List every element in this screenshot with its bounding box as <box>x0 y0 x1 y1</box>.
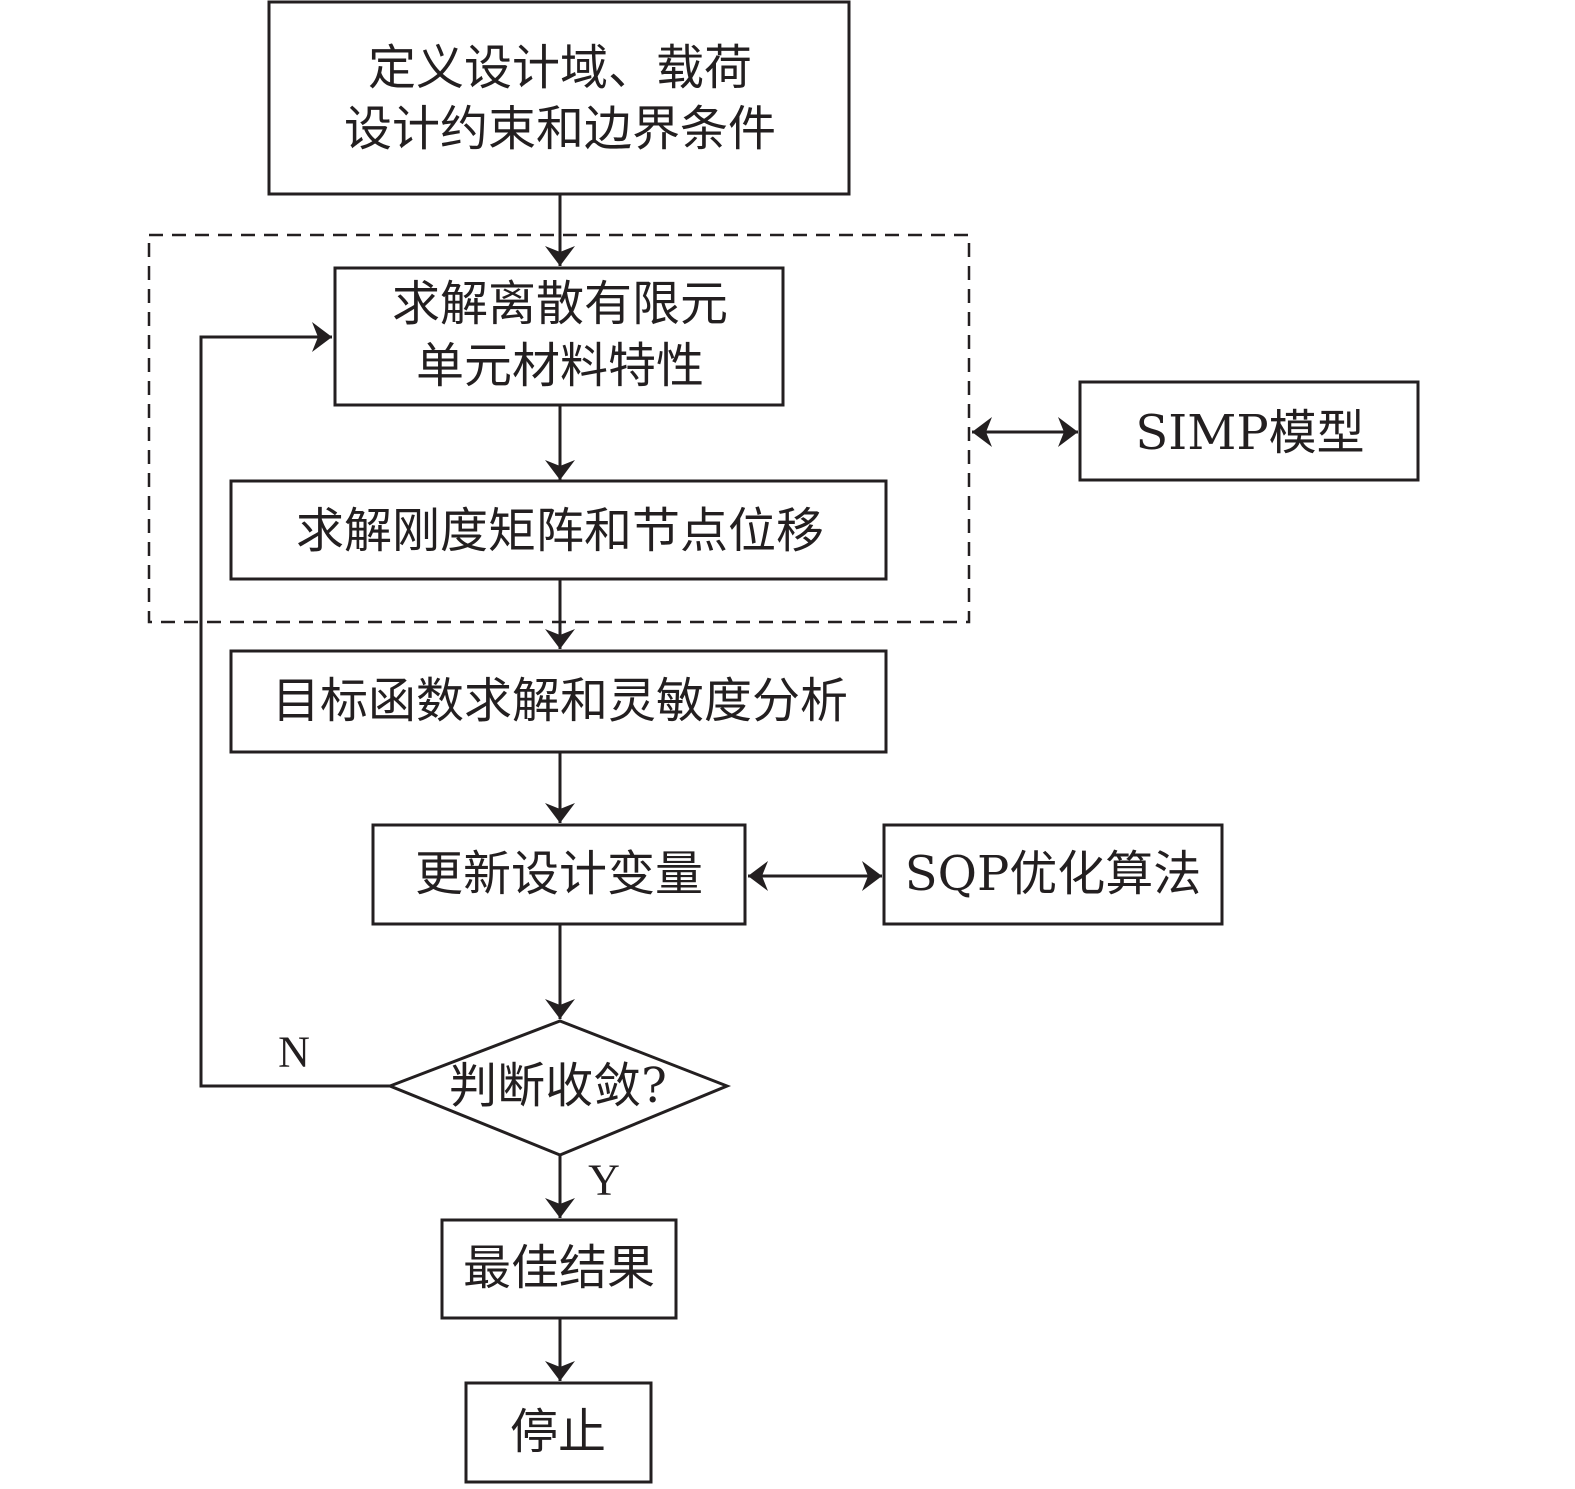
node-objective-label: 目标函数求解和灵敏度分析 <box>272 673 848 729</box>
node-stiffness: 求解刚度矩阵和节点位移 <box>229 479 888 581</box>
node-material-line-2: 单元材料特性 <box>416 338 704 394</box>
node-converge-label: 判断收敛? <box>449 1058 667 1114</box>
node-update-label: 更新设计变量 <box>415 846 703 902</box>
edge-label-yes: Y <box>588 1156 620 1205</box>
node-objective: 目标函数求解和灵敏度分析 <box>229 649 888 754</box>
node-sqp: SQP优化算法 <box>882 823 1224 926</box>
node-stop: 停止 <box>464 1381 653 1484</box>
node-material-line-1: 求解离散有限元 <box>392 276 728 332</box>
node-simp-label: SIMP模型 <box>1135 405 1364 461</box>
node-simp: SIMP模型 <box>1078 380 1420 482</box>
edge-converge-no-loop <box>199 322 390 1088</box>
edge-label-no: N <box>278 1028 310 1077</box>
node-best: 最佳结果 <box>440 1218 678 1320</box>
node-define: 定义设计域、载荷 设计约束和边界条件 <box>267 0 851 196</box>
node-stiffness-label: 求解刚度矩阵和节点位移 <box>296 503 824 559</box>
node-define-line-2: 设计约束和边界条件 <box>344 101 776 157</box>
node-define-line-1: 定义设计域、载荷 <box>368 40 752 96</box>
node-converge: 判断收敛? <box>385 1019 732 1157</box>
node-stop-label: 停止 <box>510 1404 606 1460</box>
node-sqp-label: SQP优化算法 <box>905 846 1202 902</box>
node-update: 更新设计变量 <box>371 823 747 926</box>
node-material: 求解离散有限元 单元材料特性 <box>333 266 785 407</box>
node-best-label: 最佳结果 <box>463 1240 655 1296</box>
